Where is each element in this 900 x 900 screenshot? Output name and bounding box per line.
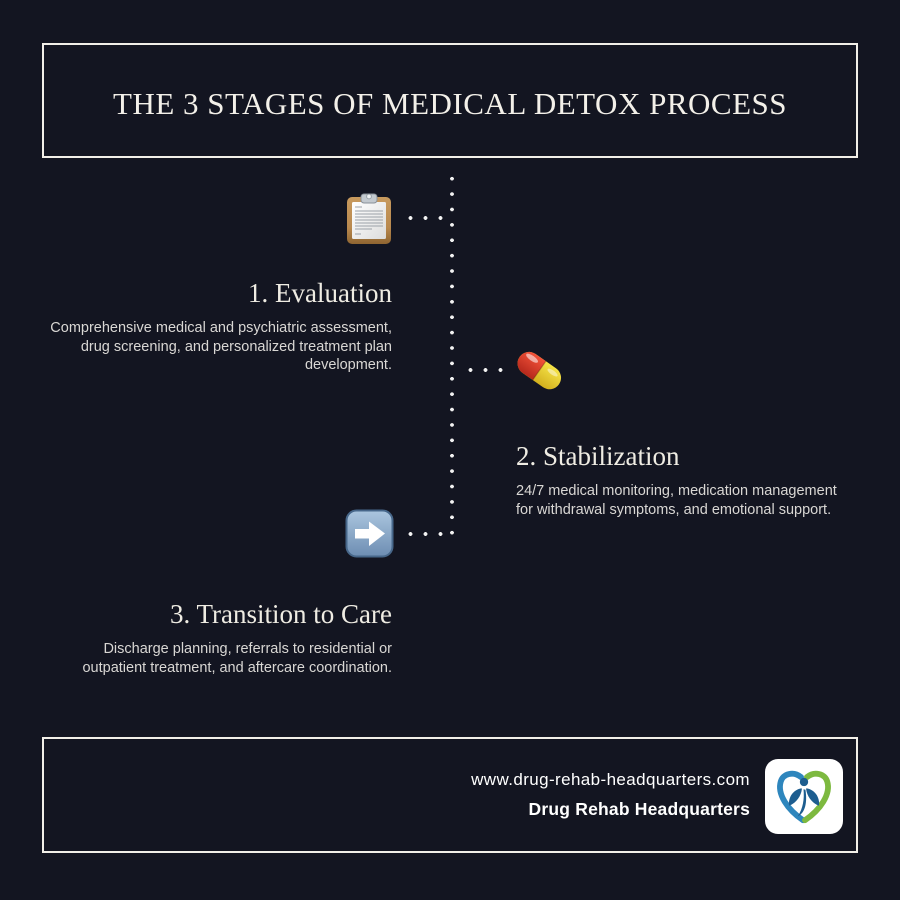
pill-icon — [511, 344, 567, 403]
arrow-right-icon — [345, 509, 395, 564]
stage-1-description: Comprehensive medical and psychiatric as… — [50, 320, 392, 373]
brand-name: Drug Rehab Headquarters — [528, 799, 750, 819]
stage-stabilization: 2. Stabilization 24/7 medical monitoring… — [516, 441, 876, 519]
page-title: THE 3 STAGES OF MEDICAL DETOX PROCESS — [113, 85, 787, 121]
stage-2-title: 2. Stabilization — [516, 441, 680, 471]
stage-1-title: 1. Evaluation — [248, 278, 392, 308]
clipboard-icon — [346, 192, 392, 251]
connector-dots-stage-2 — [463, 366, 509, 374]
stage-3-description: Discharge planning, referrals to residen… — [82, 641, 392, 676]
stage-3-title: 3. Transition to Care — [169, 599, 392, 629]
stage-evaluation: 1. Evaluation Comprehensive medical and … — [40, 278, 392, 375]
connector-dots-stage-3 — [403, 530, 449, 538]
heart-person-logo-icon — [777, 770, 831, 823]
timeline-vertical-dots — [448, 171, 456, 543]
stage-transition-to-care: 3. Transition to Care Discharge planning… — [40, 599, 392, 677]
brand-logo — [765, 759, 843, 834]
connector-dots-stage-1 — [403, 214, 449, 222]
footer-text: www.drug-rehab-headquarters.com Drug Reh… — [471, 770, 750, 820]
stage-2-description: 24/7 medical monitoring, medication mana… — [516, 483, 837, 518]
website-url: www.drug-rehab-headquarters.com — [471, 770, 750, 789]
header-box: THE 3 STAGES OF MEDICAL DETOX PROCESS — [42, 43, 858, 158]
footer-box — [42, 737, 858, 853]
